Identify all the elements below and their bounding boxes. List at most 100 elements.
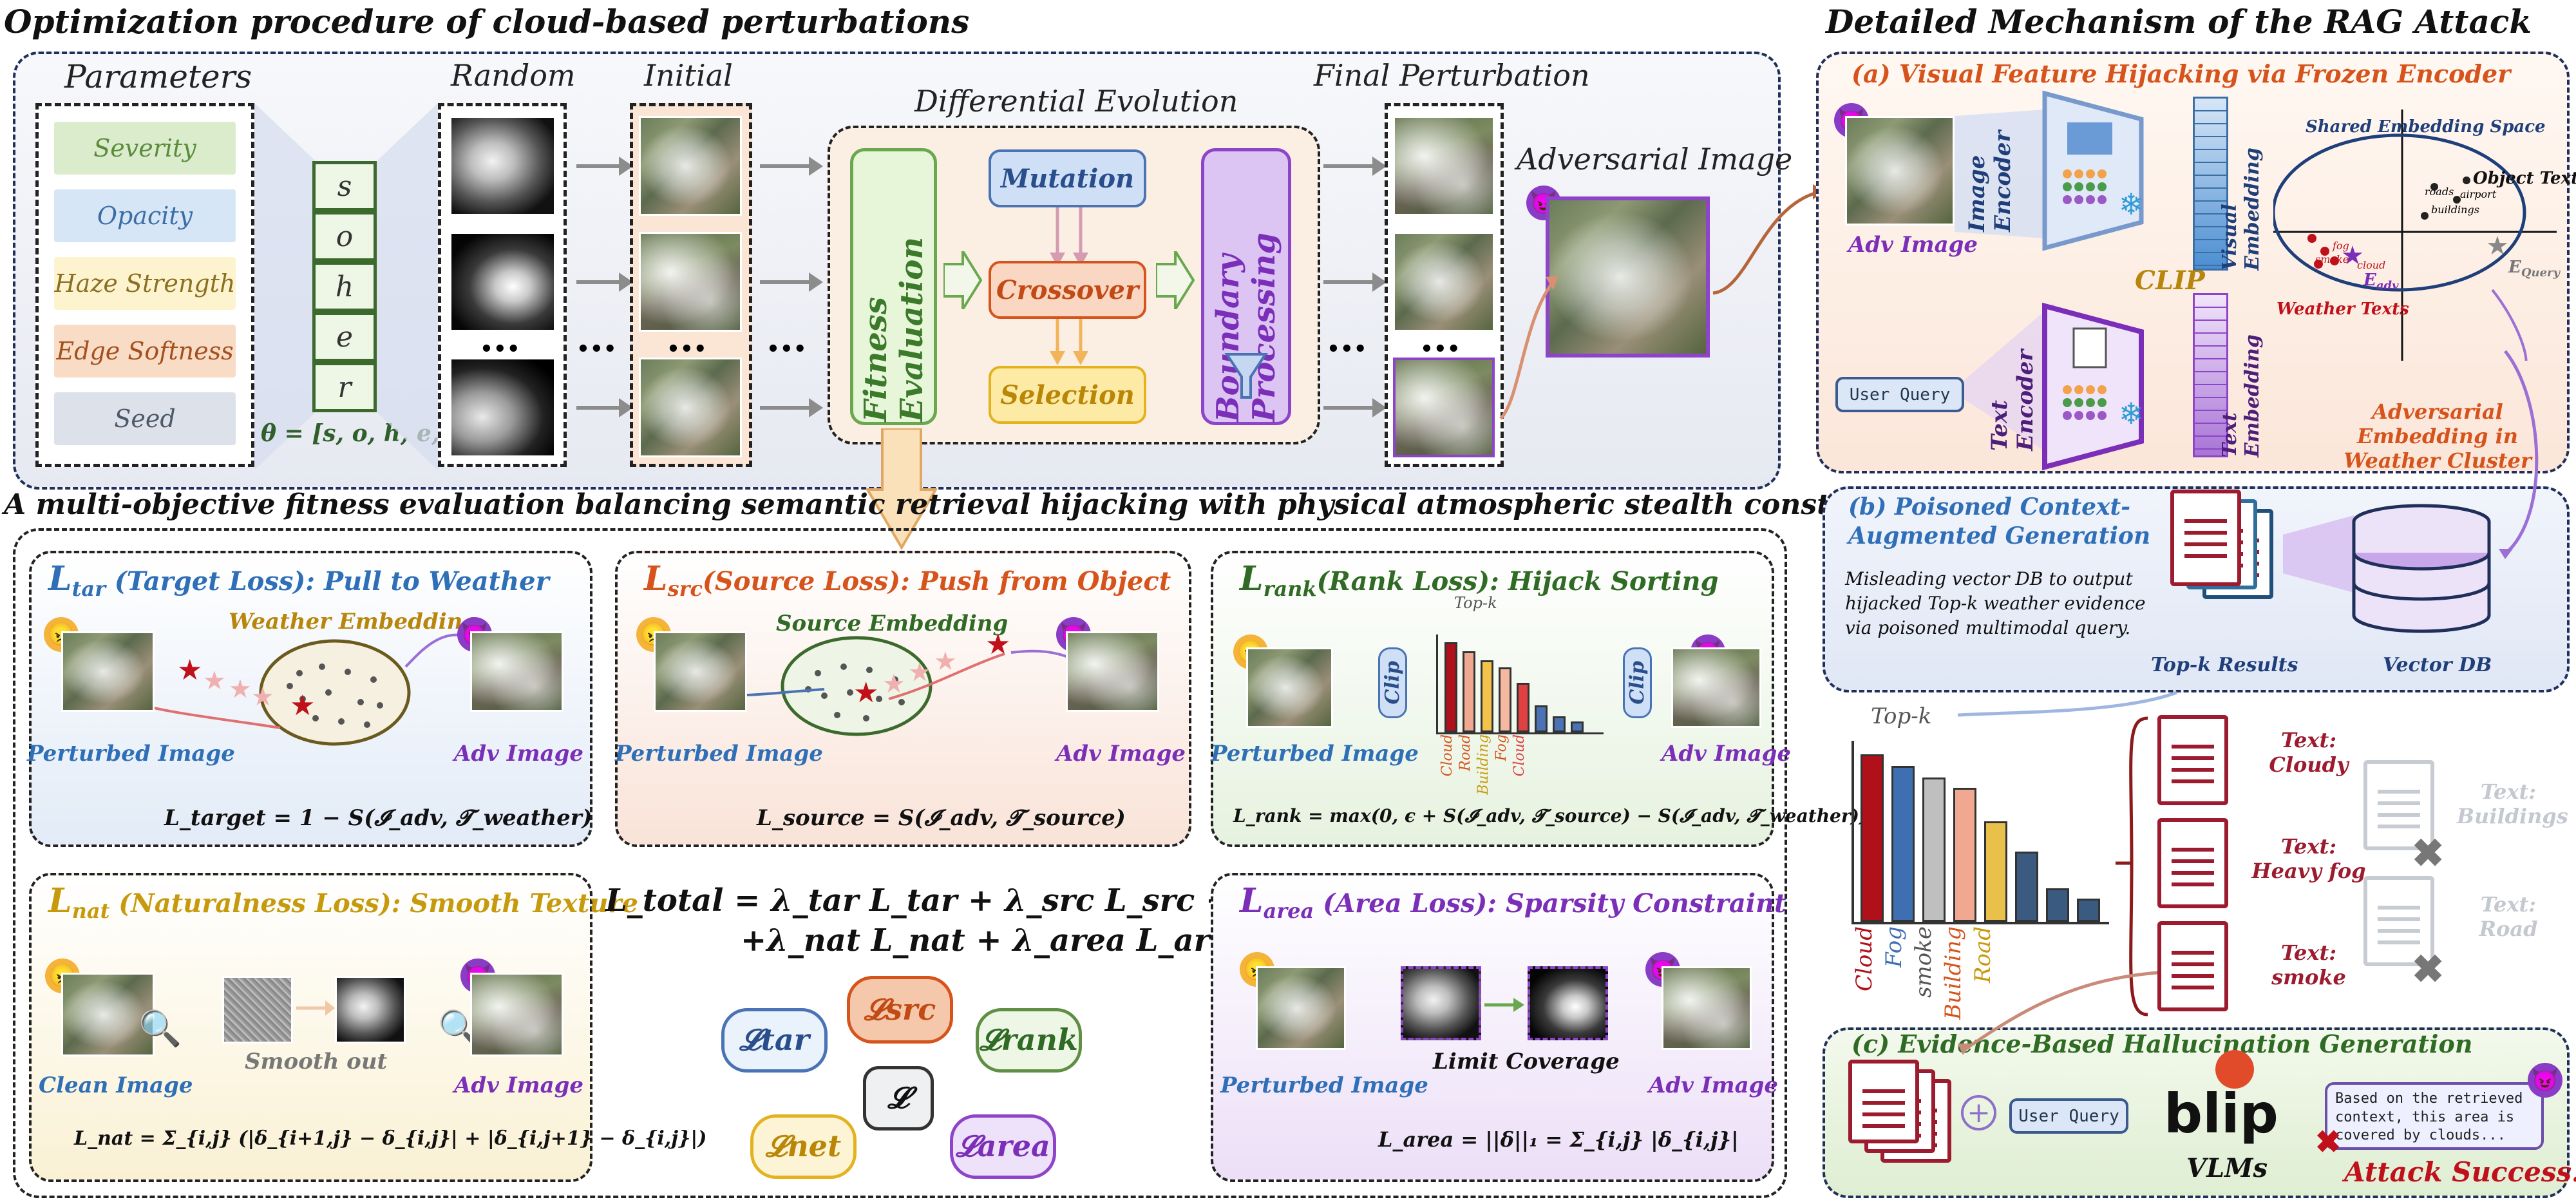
parameters-label: Parameters	[64, 58, 252, 95]
naturalness-loss-formula: L_nat = Σ_{i,j} (|δ_{i+1,j} − δ_{i,j}| +…	[74, 1127, 707, 1150]
svg-text:★: ★	[203, 666, 226, 696]
discarded-doc-road	[2363, 876, 2434, 966]
rag-c-title: (c) Evidence-Based Hallucination Generat…	[1852, 1029, 2473, 1058]
clean-image-label: Clean Image	[39, 1073, 193, 1098]
bar-5	[1535, 705, 1548, 732]
target-loss-title: Ltar (Target Loss): Pull to Weather	[48, 559, 549, 601]
attack-success-label: Attack Success!	[2344, 1156, 2576, 1188]
topk-bar-chart	[1852, 741, 2109, 924]
rag-adv-image-label: Adv Image	[1848, 232, 1978, 258]
discarded-doc-buildings	[2363, 760, 2434, 850]
point-fog: fog	[2333, 240, 2349, 252]
adv-image-label: Adv Image	[1056, 741, 1186, 767]
shared-space-label: Shared Embedding Space	[2306, 117, 2546, 137]
bar-4	[1984, 821, 2007, 922]
visual-embedding-bar	[2193, 97, 2228, 271]
svg-text:★: ★	[290, 689, 315, 722]
bar-label-2: smoke	[1911, 926, 1937, 998]
point-cloud: cloud	[2357, 259, 2386, 271]
clean-image-thumb	[61, 973, 155, 1056]
blip-logo: blip	[2164, 1082, 2278, 1145]
adv-image-label: Adv Image	[454, 741, 584, 767]
weather-texts-label: Weather Texts	[2277, 300, 2409, 319]
coverage-mask-1	[1401, 966, 1481, 1040]
vector-fan	[377, 103, 438, 470]
bar-0	[1861, 754, 1884, 922]
bar-2	[1481, 660, 1493, 732]
point-smoke: smoke	[2315, 253, 2349, 265]
perturbed-image-label: Perturbed Image	[1211, 741, 1419, 767]
adv-image-label: Adv Image	[1662, 741, 1792, 767]
arrow	[576, 398, 633, 417]
adv-image-label: Adv Image	[454, 1073, 584, 1098]
final-to-adv-arrow	[1499, 276, 1558, 420]
bar-3	[1953, 788, 1976, 922]
chip-src: 𝓛src	[847, 976, 953, 1044]
bar-1	[1891, 766, 1915, 922]
ellipsis: ...	[1327, 316, 1367, 361]
magnifier-icon: 🔍	[138, 1008, 182, 1049]
vector-r: r	[312, 362, 377, 412]
bar-6	[1553, 716, 1566, 732]
vlm-answer-box: Based on the retrieved context, this are…	[2325, 1082, 2544, 1150]
vector-db-icon	[2352, 504, 2491, 633]
random-ellipsis: ...	[480, 316, 520, 361]
text-smoke: Text:smoke	[2271, 940, 2346, 989]
bar-1	[1463, 651, 1475, 732]
text-encoder-label: Text Encoder	[1987, 349, 2038, 451]
bracket	[2116, 716, 2148, 1016]
text-road: Text:Road	[2479, 892, 2538, 941]
chip-net: 𝓛net	[750, 1114, 857, 1179]
text-buildings: Text:Buildings	[2457, 779, 2568, 828]
svg-text:★: ★	[229, 674, 252, 704]
target-loss-formula: L_target = 1 − S(𝓘_adv, 𝓣_weather)	[164, 805, 592, 831]
db-fan	[2283, 515, 2354, 593]
perturbed-image-label: Perturbed Image	[27, 741, 235, 767]
ellipsis: ...	[576, 316, 617, 361]
bar-7	[2077, 899, 2100, 922]
rag-b-description: Misleading vector DB to output hijacked …	[1845, 568, 2146, 638]
vector-h: h	[312, 262, 377, 312]
cross-icon: ✖	[2412, 947, 2445, 992]
image-encoder-trapezoid	[2042, 90, 2144, 251]
smooth-out-label: Smooth out	[245, 1049, 388, 1074]
devil-icon: 😈	[2528, 1063, 2562, 1098]
object-texts-label: Object Texts	[2473, 169, 2576, 188]
random-label: Random	[451, 58, 576, 93]
bar-6	[2046, 888, 2069, 922]
adversarial-image	[1546, 196, 1710, 358]
perturbed-image-thumb	[1256, 966, 1346, 1050]
bar-label-2: Building	[1475, 734, 1492, 795]
point-buildings: buildings	[2431, 204, 2479, 216]
params-fan	[254, 103, 316, 470]
limit-coverage-label: Limit Coverage	[1433, 1049, 1620, 1074]
losses-panel	[13, 528, 1787, 1198]
chip-total: 𝓛	[863, 1066, 934, 1130]
selection-box: Selection	[989, 366, 1146, 424]
de-label: Differential Evolution	[914, 84, 1238, 119]
arrow	[296, 1000, 335, 1016]
rank-loss-formula: L_rank = max(0, ϵ + S(𝓘_adv, 𝓣_source) −…	[1233, 805, 1868, 826]
clip-label: CLIP	[2135, 265, 2205, 296]
final-perturbation-label: Final Perturbation	[1314, 58, 1590, 93]
frozen-icon: ❄	[2119, 187, 2144, 222]
final-img-2	[1393, 232, 1495, 332]
evidence-arrow	[1958, 971, 2158, 1055]
ellipsis: ...	[766, 316, 807, 361]
rank-loss-title: Lrank(Rank Loss): Hijack Sorting	[1240, 559, 1719, 601]
svg-text:★: ★	[934, 647, 957, 676]
title-multi-objective: A multi-objective fitness evaluation bal…	[4, 488, 1924, 521]
fitness-down-arrow	[866, 428, 937, 550]
crossover-arrows	[1050, 319, 1088, 365]
adv-image-thumb	[1671, 647, 1761, 728]
source-loss-formula: L_source = S(𝓘_adv, 𝓣_source)	[757, 805, 1126, 831]
area-loss-formula: L_area = ||δ||₁ = Σ_{i,j} |δ_{i,j}|	[1378, 1127, 1739, 1152]
initial-img-1	[639, 116, 742, 216]
frozen-icon: ❄	[2119, 396, 2144, 431]
evidence-doc-fog	[2157, 818, 2228, 908]
adv-to-rag-arrow	[1712, 184, 1824, 295]
initial-label: Initial	[644, 58, 733, 93]
topk-label: Top-k	[1871, 703, 1932, 729]
adv-image-thumb	[1662, 966, 1752, 1050]
